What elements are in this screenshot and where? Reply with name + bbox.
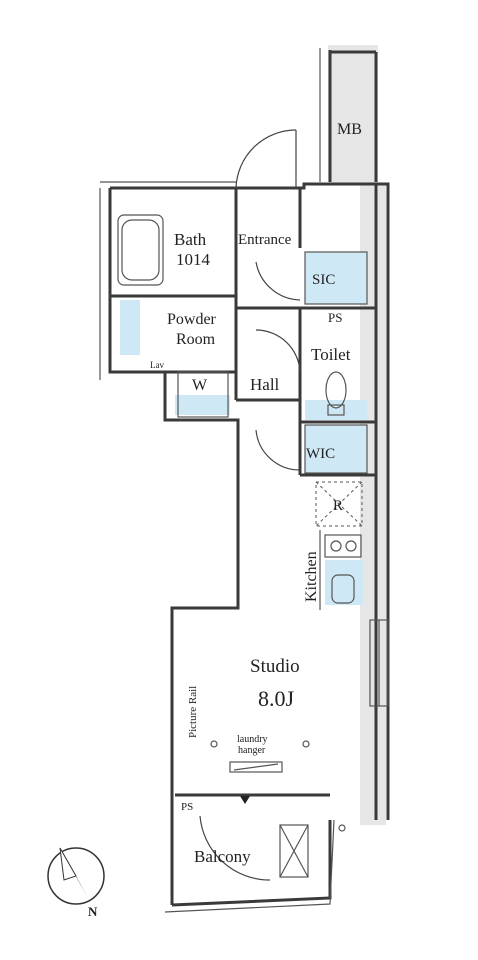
bath-label: Bath	[174, 230, 207, 249]
wet-areas	[120, 251, 368, 605]
north-label: N	[88, 904, 98, 919]
entrance-label: Entrance	[238, 232, 292, 248]
powder-room-label: Room	[176, 331, 216, 348]
powder-label: Powder	[167, 311, 217, 328]
north-compass-icon: N	[47, 847, 105, 919]
studio-size-label: 8.0J	[258, 686, 295, 711]
fridge-space	[315, 481, 363, 527]
cooktop	[324, 534, 362, 558]
lav-label: Lav	[150, 360, 164, 370]
toilet-label: Toilet	[311, 345, 351, 364]
ps-bottom-label: PS	[181, 801, 193, 813]
balcony-storage	[279, 824, 309, 878]
laundry-hanger-bar	[210, 740, 310, 773]
entry-arrow-icon	[240, 796, 250, 804]
balcony-label: Balcony	[194, 847, 251, 866]
drain-icon	[338, 824, 346, 832]
toilet-fixture	[325, 371, 347, 416]
kitchen-label: Kitchen	[303, 551, 320, 602]
washer-space	[177, 371, 229, 418]
picture-rail-label: Picture Rail	[187, 686, 199, 738]
wic-label: WIC	[306, 446, 335, 462]
laundry-label: laundry	[237, 734, 268, 745]
ps-top-label: PS	[328, 310, 342, 325]
bathtub	[117, 214, 164, 286]
sic-label: SIC	[312, 272, 335, 288]
doors	[199, 129, 301, 881]
bath-size-label: 1014	[176, 250, 211, 269]
mb-room	[319, 48, 378, 182]
fridge-label: R	[333, 498, 343, 514]
studio-label: Studio	[250, 656, 300, 677]
hall-label: Hall	[250, 375, 280, 394]
studio-window	[369, 619, 389, 707]
kitchen-counter	[319, 530, 355, 610]
mb-label: MB	[337, 121, 362, 138]
washer-label: W	[192, 377, 208, 394]
hanger-label: hanger	[238, 745, 266, 756]
outer-walls	[99, 181, 390, 913]
